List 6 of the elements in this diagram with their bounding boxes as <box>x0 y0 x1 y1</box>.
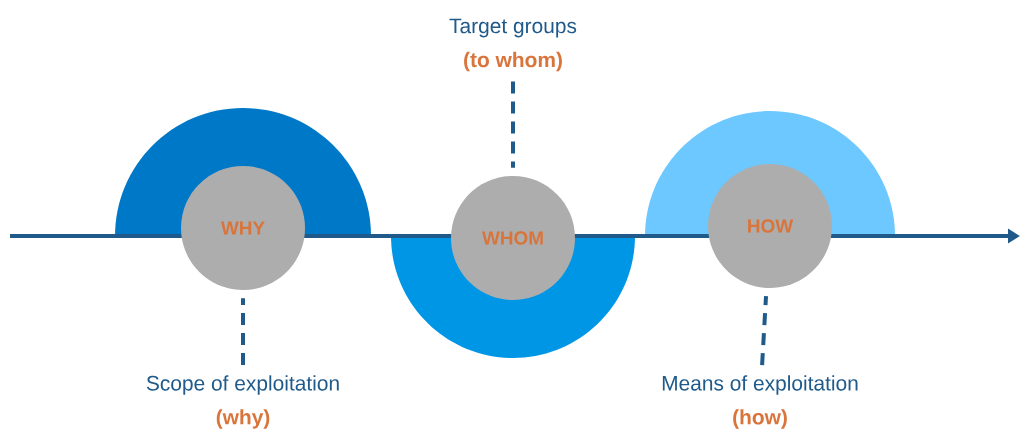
text-label: Scope of exploitation (why) <box>146 375 339 429</box>
leader-line <box>511 81 515 168</box>
text-label: Target groups (to whom) <box>449 18 577 72</box>
text-label: Means of exploitation (how) <box>662 375 858 429</box>
leader-line <box>760 295 768 366</box>
leader-line <box>241 298 245 366</box>
